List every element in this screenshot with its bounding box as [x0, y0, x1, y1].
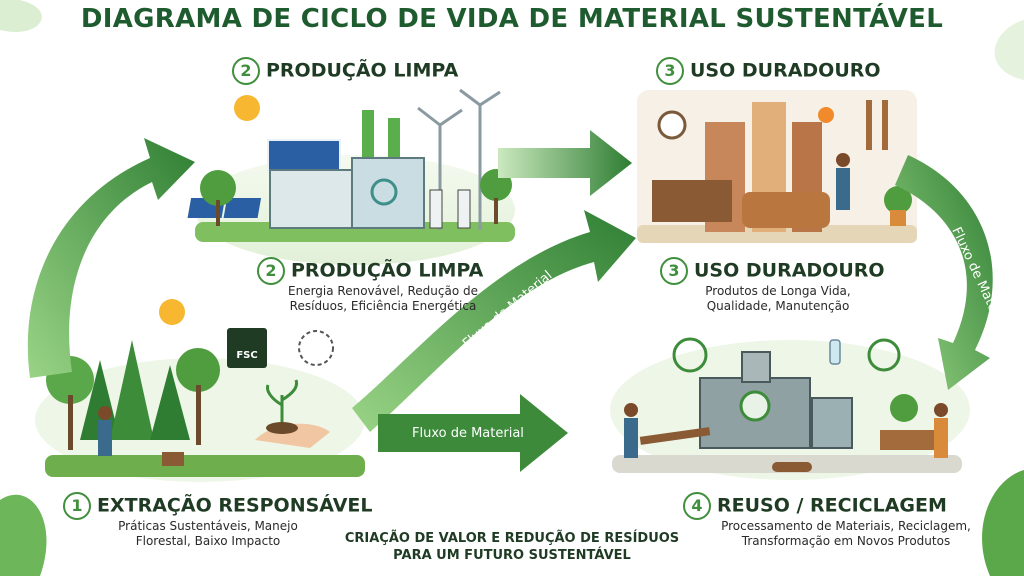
stage-use-heading-top: 3 USO DURADOURO	[656, 57, 881, 85]
description-line: Processamento de Materiais, Reciclagem,	[721, 519, 971, 533]
stage-label: USO DURADOURO	[690, 59, 881, 82]
stage-number-badge: 4	[683, 492, 711, 520]
description-line: Transformação em Novos Produtos	[741, 534, 951, 548]
stage-production-heading: 2 PRODUÇÃO LIMPA	[257, 257, 483, 285]
description-line: Florestal, Baixo Impacto	[135, 534, 281, 548]
description-line: Resíduos, Eficiência Energética	[289, 299, 477, 313]
stage-production-description: Energia Renovável, Redução de Resíduos, …	[268, 284, 498, 314]
fsc-badge: FSC	[227, 328, 267, 368]
description-line: Práticas Sustentáveis, Manejo	[118, 519, 298, 533]
recycling-illustration	[610, 337, 970, 480]
stage-extraction-heading: 1 EXTRAÇÃO RESPONSÁVEL	[63, 492, 373, 520]
stage-label: PRODUÇÃO LIMPA	[291, 259, 484, 282]
flow-label-bottom: Fluxo de Material	[412, 426, 524, 441]
arrow-production-to-use	[498, 130, 632, 196]
stage-number-badge: 1	[63, 492, 91, 520]
arrow-extraction-to-recycling	[378, 394, 568, 472]
production-illustration	[187, 88, 515, 265]
arrow-use-to-recycling	[895, 155, 993, 390]
footer-tagline: CRIAÇÃO DE VALOR E REDUÇÃO DE RESÍDUOS P…	[318, 530, 706, 564]
description-line: Energia Renovável, Redução de	[288, 284, 478, 298]
description-line: Qualidade, Manutenção	[706, 299, 850, 313]
stage-label: REUSO / RECICLAGEM	[717, 494, 947, 517]
stage-label: EXTRAÇÃO RESPONSÁVEL	[97, 494, 373, 517]
use-illustration	[637, 90, 917, 243]
stage-number-badge: 2	[232, 57, 260, 85]
stage-number-badge: 3	[660, 257, 688, 285]
footer-line: PARA UM FUTURO SUSTENTÁVEL	[393, 548, 631, 563]
stage-use-description: Produtos de Longa Vida, Qualidade, Manut…	[668, 284, 888, 314]
stage-recycling-heading: 4 REUSO / RECICLAGEM	[683, 492, 947, 520]
diagram-title: DIAGRAMA DE CICLO DE VIDA DE MATERIAL SU…	[80, 4, 944, 34]
stage-extraction-description: Práticas Sustentáveis, Manejo Florestal,…	[93, 519, 323, 549]
stage-use-heading: 3 USO DURADOURO	[660, 257, 885, 285]
footer-line: CRIAÇÃO DE VALOR E REDUÇÃO DE RESÍDUOS	[344, 531, 680, 546]
stage-recycling-description: Processamento de Materiais, Reciclagem, …	[706, 519, 986, 549]
stage-number-badge: 3	[656, 57, 684, 85]
stage-label: PRODUÇÃO LIMPA	[266, 59, 459, 82]
flow-arrows	[27, 130, 993, 472]
stage-number-badge: 2	[257, 257, 285, 285]
arrow-extraction-to-production	[27, 138, 196, 378]
arrow-extraction-to-use	[352, 210, 636, 432]
stage-production-heading-top: 2 PRODUÇÃO LIMPA	[232, 57, 458, 85]
extraction-illustration	[35, 299, 365, 482]
stage-label: USO DURADOURO	[694, 259, 885, 282]
description-line: Produtos de Longa Vida,	[705, 284, 851, 298]
